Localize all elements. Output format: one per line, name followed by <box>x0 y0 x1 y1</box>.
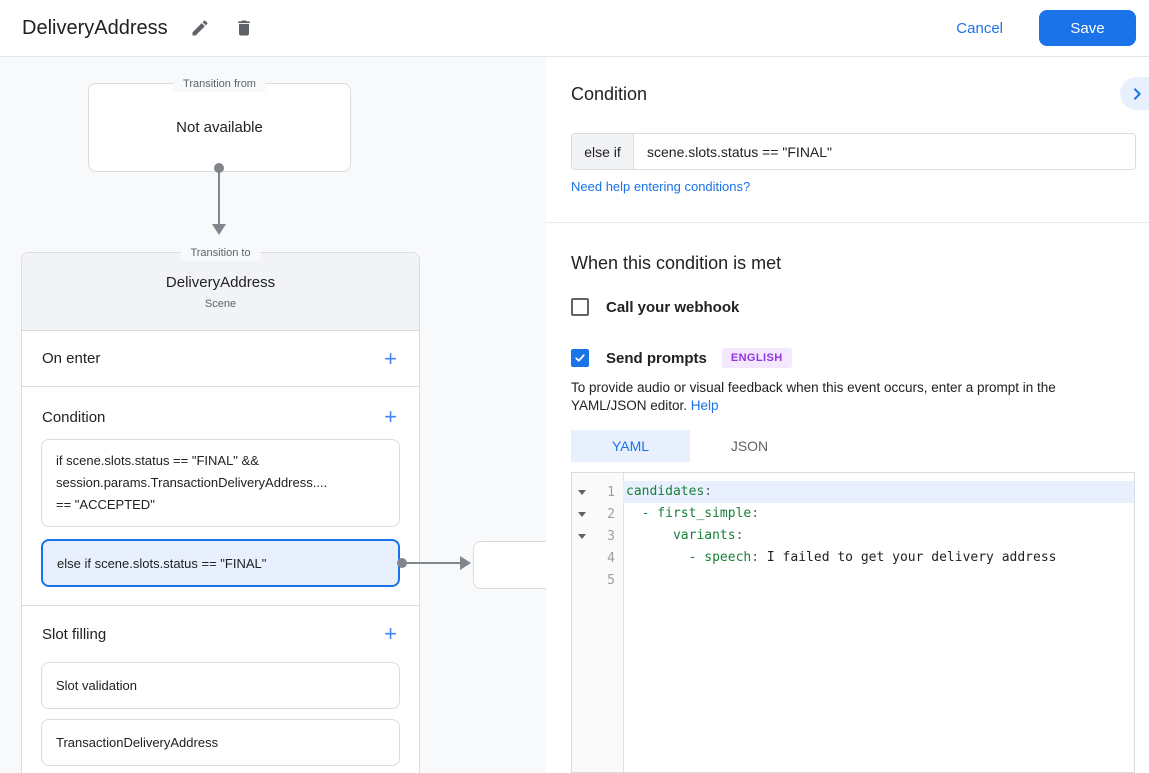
cancel-button[interactable]: Cancel <box>956 19 1003 37</box>
send-prompts-checkbox[interactable] <box>571 349 589 367</box>
code-line-content[interactable]: variants: <box>672 528 744 543</box>
editor-gutter-cell: 5 <box>572 573 623 588</box>
slot-item-transaction-delivery-address[interactable]: TransactionDeliveryAddress <box>41 719 400 766</box>
pencil-icon <box>192 20 208 36</box>
trash-icon <box>237 20 250 36</box>
code-line: 1 candidates: <box>572 481 1134 503</box>
editor-gutter-cell: 3 <box>572 529 623 544</box>
elseif-connector-dot <box>397 558 407 568</box>
connector-line <box>218 169 220 225</box>
collapse-panel-button[interactable] <box>1120 77 1149 110</box>
call-webhook-checkbox[interactable] <box>571 298 589 316</box>
panel-title: Condition <box>571 84 648 104</box>
scene-header: DeliveryAddress Scene <box>22 253 419 331</box>
condition-expression-row: else if <box>571 133 1136 170</box>
on-enter-label: On enter <box>42 350 101 367</box>
line-number: 2 <box>607 506 615 522</box>
transition-from-content: Not available <box>176 119 263 136</box>
condition-prefix-label: else if <box>572 134 634 169</box>
send-prompts-label[interactable]: Send prompts <box>606 349 707 367</box>
page-title: DeliveryAddress <box>22 16 168 39</box>
section-divider <box>546 222 1149 223</box>
line-number: 1 <box>607 484 615 500</box>
chevron-right-icon <box>1134 87 1141 100</box>
connector-dot <box>214 163 224 173</box>
webhook-row: Call your webhook <box>571 298 739 316</box>
transition-to-legend: Transition to <box>180 245 261 261</box>
condition-section-label: Condition <box>42 408 106 426</box>
editor-gutter-cell: 2 <box>572 507 623 522</box>
condition-editor-panel: Condition else if Need help entering con… <box>546 57 1149 773</box>
slot-item-label: TransactionDeliveryAddress <box>56 735 219 750</box>
delete-scene-button[interactable] <box>232 16 256 40</box>
prompts-help-link[interactable]: Help <box>690 398 719 413</box>
scene-name: DeliveryAddress <box>165 273 276 291</box>
top-bar: DeliveryAddress Cancel Save <box>0 0 1149 57</box>
language-badge: ENGLISH <box>721 348 792 368</box>
connector-arrowhead-icon <box>212 224 226 235</box>
condition-expression-input[interactable] <box>634 134 1135 169</box>
scene-type-label: Scene <box>204 297 237 310</box>
transition-to-node: Transition to DeliveryAddress Scene On e… <box>21 245 420 773</box>
code-line-content[interactable]: candidates: <box>623 481 1134 503</box>
fold-triangle-down-icon[interactable] <box>575 533 589 539</box>
prompts-description: To provide audio or visual feedback when… <box>571 379 1129 415</box>
condition-if-line: == "ACCEPTED" <box>56 497 155 512</box>
checkmark-icon <box>575 354 585 362</box>
condition-item-elseif-selected[interactable]: else if scene.slots.status == "FINAL" <box>41 539 400 587</box>
condition-if-line: if scene.slots.status == "FINAL" && <box>56 453 259 468</box>
condition-if-line: session.params.TransactionDeliveryAddres… <box>56 475 328 490</box>
editor-gutter-cell: 4 <box>572 551 623 566</box>
code-line: 5 <box>572 569 1134 591</box>
add-on-enter-button[interactable]: + <box>384 345 397 371</box>
code-line-content[interactable] <box>623 569 1134 591</box>
condition-item-if[interactable]: if scene.slots.status == "FINAL" && sess… <box>41 439 400 527</box>
conditions-help-link[interactable]: Need help entering conditions? <box>571 179 751 194</box>
call-webhook-label[interactable]: Call your webhook <box>606 298 740 316</box>
prompts-description-text: To provide audio or visual feedback when… <box>571 380 1056 413</box>
scene-diagram-panel: Transition from Not available Transition… <box>0 57 546 773</box>
transition-from-legend: Transition from <box>173 76 266 92</box>
slot-item-label: Slot validation <box>56 678 137 693</box>
tab-json[interactable]: JSON <box>730 438 769 454</box>
code-line-content[interactable]: - first_simple: <box>641 506 760 521</box>
editor-gutter-cell: 1 <box>572 485 623 500</box>
fold-triangle-down-icon[interactable] <box>575 511 589 517</box>
edit-title-button[interactable] <box>188 16 212 40</box>
condition-section: Condition + if scene.slots.status == "FI… <box>22 387 419 606</box>
add-condition-button[interactable]: + <box>384 404 397 429</box>
slot-item-validation[interactable]: Slot validation <box>41 662 400 709</box>
code-line: 3 variants: <box>572 525 1134 547</box>
send-prompts-row: Send prompts ENGLISH <box>571 348 792 368</box>
transition-from-node: Transition from Not available <box>88 76 351 172</box>
line-number: 3 <box>607 528 615 544</box>
tab-yaml[interactable]: YAML <box>571 430 690 462</box>
code-line: 4 - speech: I failed to get your deliver… <box>572 547 1134 569</box>
on-enter-section: On enter + <box>22 331 419 387</box>
editor-format-tabs: YAML JSON <box>571 430 809 462</box>
elseif-arrowhead-icon <box>460 556 471 570</box>
code-line: 2 - first_simple: <box>572 503 1134 525</box>
fold-triangle-down-icon[interactable] <box>575 489 589 495</box>
slot-filling-label: Slot filling <box>42 625 107 643</box>
line-number: 4 <box>607 550 615 566</box>
line-number: 5 <box>607 572 615 588</box>
code-line-content[interactable]: - speech: I failed to get your delivery … <box>688 550 1057 565</box>
transition-target-node[interactable] <box>473 541 546 589</box>
elseif-connector-line <box>403 562 462 564</box>
when-condition-title: When this condition is met <box>571 253 782 273</box>
save-button[interactable]: Save <box>1039 10 1136 46</box>
condition-elseif-text: else if scene.slots.status == "FINAL" <box>57 555 267 571</box>
slot-filling-section: Slot filling + Slot validation Transacti… <box>22 606 419 773</box>
add-slot-button[interactable]: + <box>384 621 397 646</box>
